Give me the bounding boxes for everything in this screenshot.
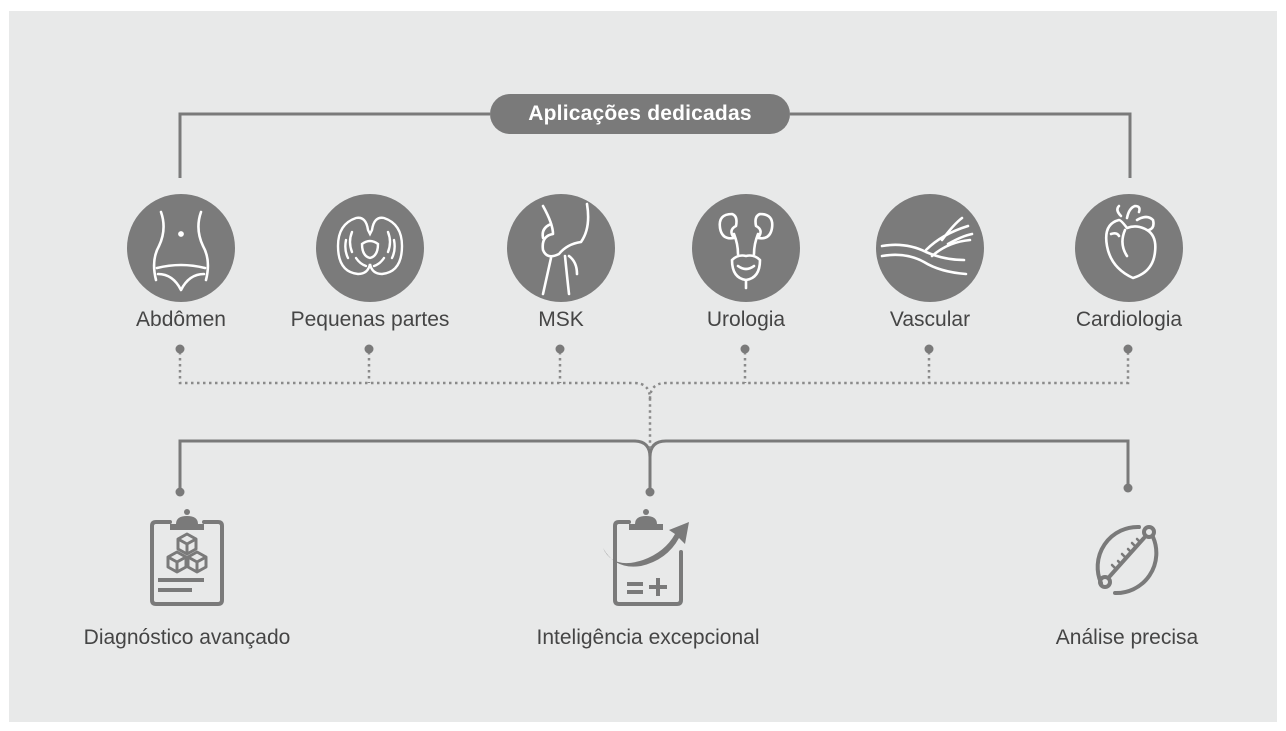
application-cardiology: Cardiologia	[1029, 194, 1229, 332]
clipboard-cubes-icon	[150, 509, 224, 606]
feature-advanced-diagnosis: Diagnóstico avançado	[47, 508, 327, 650]
abdomen-icon	[152, 210, 210, 292]
application-vascular: Vascular	[830, 194, 1030, 332]
application-label: Urologia	[706, 308, 786, 331]
application-abdomen: Abdômen	[81, 194, 281, 332]
connector-dot	[175, 487, 185, 497]
diagram-title: Aplicações dedicadas	[490, 94, 790, 134]
connector-dot	[924, 344, 934, 354]
connector-dot	[645, 487, 655, 497]
knee-joint-icon	[541, 202, 590, 296]
feature-label: Diagnóstico avançado	[83, 626, 291, 649]
application-label: MSK	[538, 308, 584, 331]
heart-icon	[1104, 204, 1157, 280]
application-small-parts: Pequenas partes	[270, 194, 470, 332]
connector-dot	[1123, 483, 1133, 493]
clipboard-arrow-icon	[603, 509, 689, 606]
application-urology: Urologia	[646, 194, 846, 332]
application-msk: MSK	[461, 194, 661, 332]
connector-dot	[364, 344, 374, 354]
connector-dot	[555, 344, 565, 354]
feature-exceptional-intelligence: Inteligência excepcional	[508, 508, 788, 650]
feature-label: Análise precisa	[1055, 626, 1199, 649]
connector-dot	[175, 344, 185, 354]
application-label: Vascular	[889, 308, 971, 331]
feature-label: Inteligência excepcional	[536, 626, 760, 649]
application-label: Abdômen	[136, 308, 226, 331]
connector-dot	[740, 344, 750, 354]
application-label: Pequenas partes	[290, 308, 450, 331]
blood-vessels-icon	[880, 216, 974, 276]
application-label: Cardiologia	[1075, 308, 1183, 331]
measuring-caliper-icon	[1095, 524, 1159, 596]
kidney-bladder-icon	[718, 212, 774, 290]
connector-dot	[1123, 344, 1133, 354]
thyroid-icon	[336, 216, 404, 276]
feature-precise-analysis: Análise precisa	[987, 508, 1267, 650]
